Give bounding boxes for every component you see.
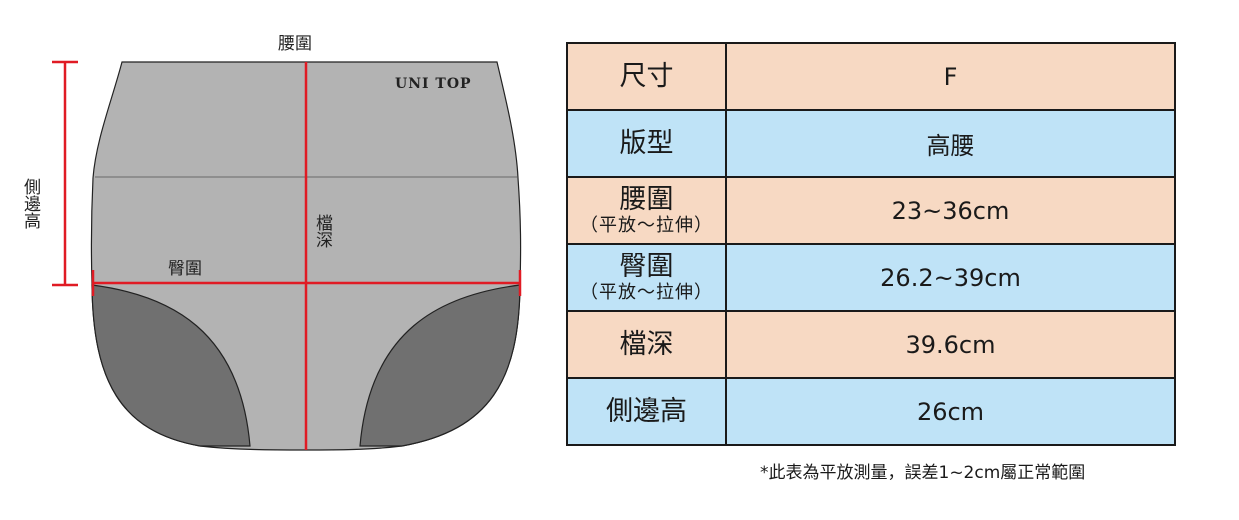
size-chart-value: 23~36cm <box>891 196 1010 225</box>
size-chart-sublabel: （平放～拉伸） <box>580 215 713 236</box>
size-chart-value-cell: 23~36cm <box>725 176 1176 245</box>
size-chart-value: F <box>943 62 958 91</box>
waist-label: 腰圍 <box>278 34 312 54</box>
hip-label: 臀圍 <box>168 259 202 279</box>
size-chart-label-cell: 腰圍（平放～拉伸） <box>566 176 727 245</box>
size-chart-sublabel: （平放～拉伸） <box>580 282 713 303</box>
left-leg-panel <box>91 284 251 447</box>
size-chart-row: 側邊高 26cm <box>566 377 1176 446</box>
brand-logo: UNI TOP <box>395 76 472 92</box>
rise-label: 檔深 <box>312 214 333 248</box>
size-chart-label-cell: 檔深 <box>566 310 727 379</box>
size-chart-value-cell: 39.6cm <box>725 310 1176 379</box>
size-chart-value-cell: 高腰 <box>725 109 1176 178</box>
size-chart-value: 高腰 <box>926 132 975 160</box>
size-chart-value-cell: 26cm <box>725 377 1176 446</box>
right-leg-panel <box>359 284 521 447</box>
size-chart-value-cell: 26.2~39cm <box>725 243 1176 312</box>
size-chart-value: 39.6cm <box>905 330 996 359</box>
size-chart-label: 側邊高 <box>606 396 687 427</box>
garment-diagram: UNI TOP 腰圍 臀圍 檔深 側邊高 <box>20 34 522 451</box>
size-chart-row: 版型 高腰 <box>566 109 1176 178</box>
size-chart-label-cell: 尺寸 <box>566 42 727 111</box>
size-chart-row: 尺寸 F <box>566 42 1176 111</box>
side-height-label: 側邊高 <box>20 178 41 230</box>
size-chart-label-cell: 側邊高 <box>566 377 727 446</box>
size-chart-value: 26cm <box>916 397 985 426</box>
size-chart-label-cell: 版型 <box>566 109 727 178</box>
measurement-footnote: *此表為平放測量，誤差1~2cm屬正常範圍 <box>760 463 1086 483</box>
size-chart-label: 檔深 <box>619 329 674 360</box>
size-chart-row: 臀圍（平放～拉伸） 26.2~39cm <box>566 243 1176 312</box>
size-chart-value: 26.2~39cm <box>880 263 1021 292</box>
size-chart-label-cell: 臀圍（平放～拉伸） <box>566 243 727 312</box>
size-chart-row: 腰圍（平放～拉伸） 23~36cm <box>566 176 1176 245</box>
size-chart-value-cell: F <box>725 42 1176 111</box>
size-chart-label: 腰圍 <box>619 184 674 215</box>
size-chart-label: 版型 <box>619 128 674 159</box>
size-chart-row: 檔深 39.6cm <box>566 310 1176 379</box>
size-chart-label: 臀圍 <box>619 251 674 282</box>
size-chart-label: 尺寸 <box>619 61 674 92</box>
